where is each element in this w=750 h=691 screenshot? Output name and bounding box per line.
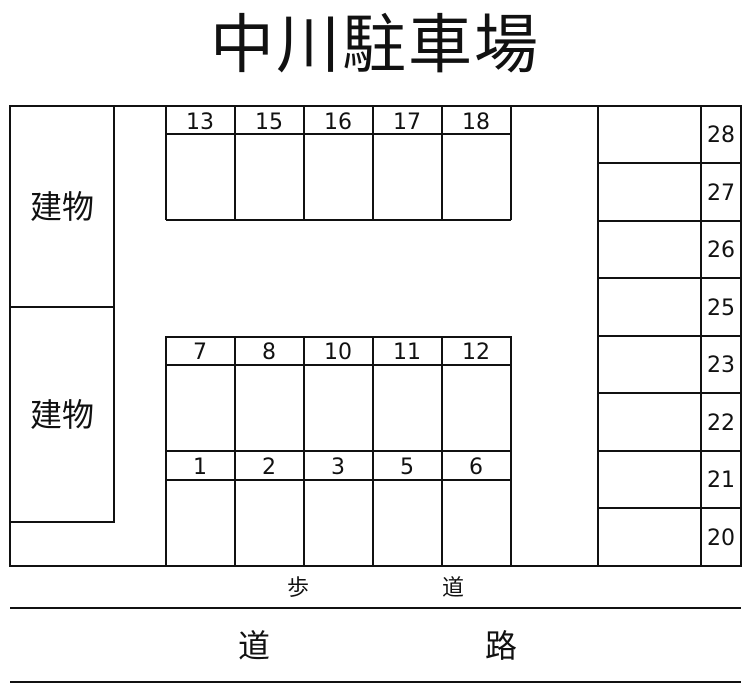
- road-label: 路: [485, 627, 517, 665]
- lower-block: [165, 336, 512, 567]
- road-label: 道: [238, 627, 270, 665]
- space-number: 21: [707, 468, 735, 493]
- space-number: 6: [469, 455, 483, 480]
- building-2: [9, 306, 115, 523]
- space-number: 8: [262, 340, 276, 365]
- space-number: 20: [707, 526, 735, 551]
- space-number: 23: [707, 353, 735, 378]
- space-number: 5: [400, 455, 414, 480]
- right-column: [597, 106, 741, 566]
- space-number: 18: [462, 110, 490, 135]
- top-block: [165, 106, 512, 221]
- space-number: 12: [462, 340, 490, 365]
- building-label: 建物: [30, 188, 94, 226]
- space-number: 10: [324, 340, 352, 365]
- space-number: 28: [707, 123, 735, 148]
- building-label: 建物: [30, 396, 94, 434]
- space-number: 16: [324, 110, 352, 135]
- page-title: 中川駐車場: [210, 9, 540, 83]
- space-number: 22: [707, 411, 735, 436]
- space-number: 26: [707, 238, 735, 263]
- space-number: 15: [255, 110, 283, 135]
- space-number: 3: [331, 455, 345, 480]
- space-number: 27: [707, 181, 735, 206]
- space-number: 7: [193, 340, 207, 365]
- space-number: 1: [193, 455, 207, 480]
- sidewalk-label: 歩: [287, 576, 309, 601]
- sidewalk-label: 道: [442, 576, 464, 601]
- space-number: 25: [707, 296, 735, 321]
- space-number: 2: [262, 455, 276, 480]
- space-number: 11: [393, 340, 421, 365]
- space-number: 17: [393, 110, 421, 135]
- space-number: 13: [186, 110, 214, 135]
